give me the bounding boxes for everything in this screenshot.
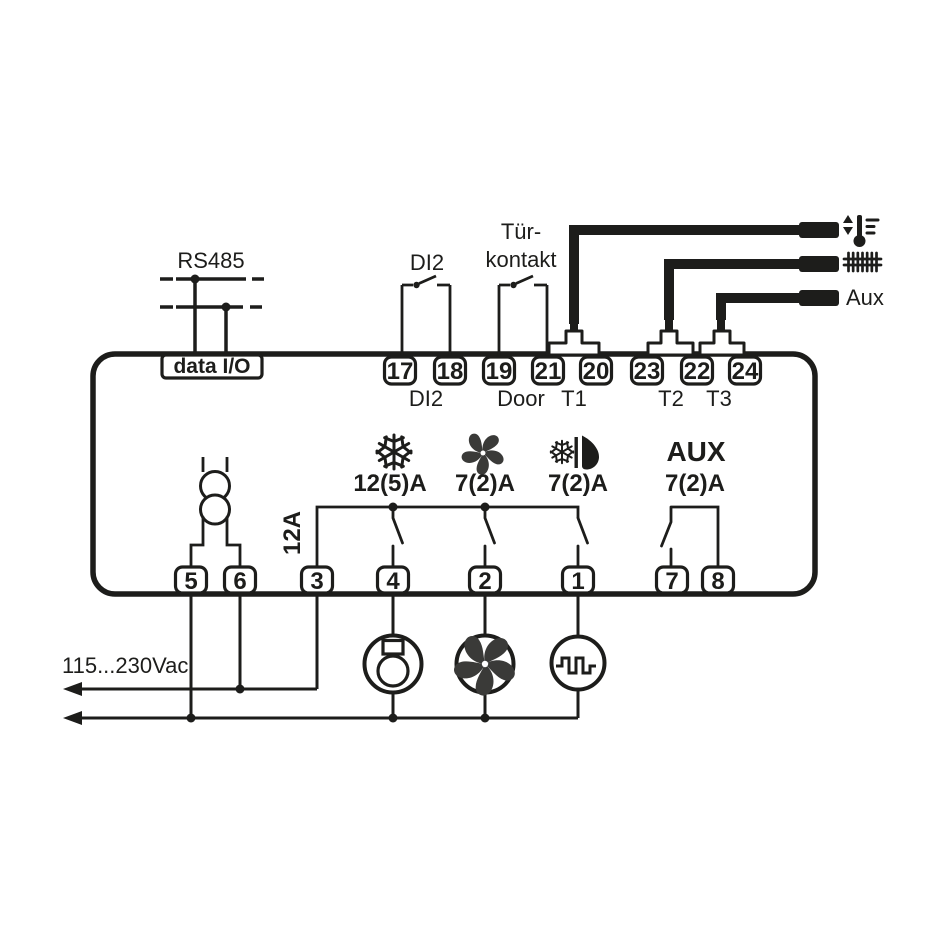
relay-contact-4 [391, 505, 404, 570]
di2-switch: DI2 [400, 250, 452, 357]
door-switch-label-line2: kontakt [486, 247, 557, 272]
svg-text:8: 8 [711, 568, 724, 595]
supply-wiring: 115...230Vac [62, 593, 580, 725]
svg-text:23: 23 [634, 358, 661, 385]
fan-load-icon [451, 633, 517, 699]
di2-switch-label: DI2 [410, 250, 444, 275]
svg-text:24: 24 [732, 358, 759, 385]
terminal-7: 7 [654, 565, 690, 595]
aux-output-label: AUX [666, 436, 725, 467]
terminal-18: 18 [432, 355, 468, 386]
data-io-box: data I/O [160, 353, 264, 380]
probe-connector-t3 [698, 329, 746, 357]
probe-connector-t2 [646, 329, 695, 357]
heater-square-wave-icon [549, 634, 607, 692]
svg-text:1: 1 [571, 568, 584, 595]
svg-text:18: 18 [437, 358, 464, 385]
rating-aux: 7(2)A [665, 470, 725, 497]
terminal-21: 21 [530, 355, 566, 386]
terminal-5: 5 [173, 565, 209, 595]
svg-text:20: 20 [583, 358, 610, 385]
terminal-group-label-door: Door [497, 386, 545, 411]
transformer-icon [189, 457, 242, 567]
terminal-22: 22 [679, 355, 715, 386]
terminal-4: 4 [375, 565, 411, 595]
left-arrow-icon [63, 711, 82, 725]
probe-cable-t2 [664, 259, 800, 320]
aux-relay-contact [660, 505, 720, 570]
left-arrow-icon [63, 682, 82, 696]
terminal-2: 2 [467, 565, 503, 595]
rating-compressor: 12(5)A [353, 470, 426, 497]
defrost-icon [549, 435, 600, 470]
probe-plug-t1 [799, 222, 839, 238]
terminal-3: 3 [299, 565, 335, 595]
fan-icon [459, 432, 505, 477]
probe-cable-t3 [716, 293, 800, 320]
svg-text:5: 5 [184, 568, 197, 595]
supply-label: 115...230Vac [62, 653, 188, 678]
relay-contact-1 [576, 516, 589, 570]
svg-text:6: 6 [233, 568, 246, 595]
top-terminal-group-labels: DI2 Door T1 T2 T3 [409, 386, 732, 411]
terminal-8: 8 [700, 565, 736, 595]
terminal-20: 20 [578, 355, 614, 386]
probe-plug-t2 [799, 256, 839, 272]
svg-text:3: 3 [310, 568, 323, 595]
terminal-group-label-di2: DI2 [409, 386, 443, 411]
room-thermometer-icon [843, 215, 880, 247]
door-switch: Tür- kontakt [486, 219, 557, 357]
bottom-terminals: 5 6 3 4 2 1 7 8 [173, 565, 736, 595]
compressor-icon [362, 633, 424, 695]
terminal-1: 1 [560, 565, 596, 595]
probe-plug-t3 [799, 290, 839, 306]
relay-contact-2 [483, 505, 496, 570]
svg-text:17: 17 [387, 358, 414, 385]
controller-body [90, 351, 818, 597]
terminal-24: 24 [727, 355, 763, 386]
evaporator-coil-icon [842, 251, 883, 273]
rating-fan: 7(2)A [455, 470, 515, 497]
aux-probe-label: Aux [846, 285, 884, 310]
door-switch-label-line1: Tür- [501, 219, 541, 244]
data-io-label: data I/O [173, 355, 250, 378]
svg-text:19: 19 [486, 358, 513, 385]
svg-text:7: 7 [665, 568, 678, 595]
probe-cable-t1 [569, 225, 800, 324]
terminal-6: 6 [222, 565, 258, 595]
svg-text:22: 22 [684, 358, 711, 385]
terminal-17: 17 [382, 355, 418, 386]
terminal-group-label-t3: T3 [706, 386, 732, 411]
svg-text:2: 2 [478, 568, 491, 595]
probe-cables [547, 222, 839, 357]
rs485-bus: RS485 [160, 248, 264, 356]
rs485-label: RS485 [177, 248, 244, 273]
terminal-group-label-t1: T1 [561, 386, 587, 411]
terminal-group-label-t2: T2 [658, 386, 684, 411]
svg-text:21: 21 [535, 358, 562, 385]
probe-connector-t1 [547, 329, 601, 357]
svg-text:4: 4 [386, 568, 400, 595]
rating-defrost: 7(2)A [548, 470, 608, 497]
top-terminals: 17 18 19 21 20 23 22 24 [382, 355, 763, 386]
rating-common-12a: 12A [279, 511, 306, 555]
relay-bus: 12A [279, 502, 580, 567]
terminal-23: 23 [629, 355, 665, 386]
terminal-19: 19 [481, 355, 517, 386]
